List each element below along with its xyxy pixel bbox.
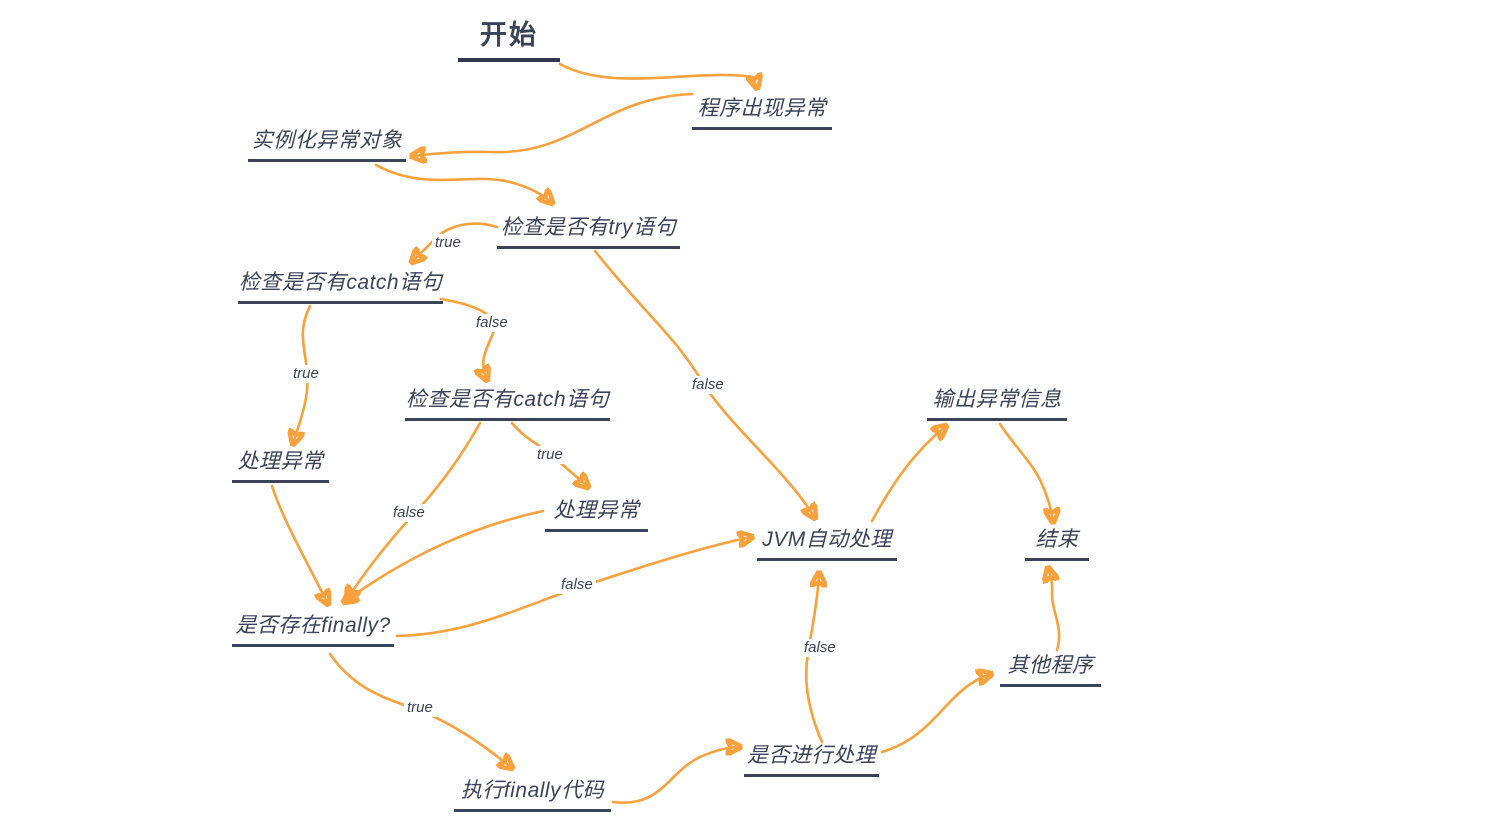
edge-label-catch1-true: true	[290, 365, 322, 383]
edge-other-program-to-end	[1048, 568, 1061, 652]
edge-whether-handle-to-jvm-false	[804, 573, 822, 744]
node-end[interactable]: 结束	[1025, 527, 1089, 561]
edge-label-finally-false: false	[558, 576, 596, 594]
node-check-try-statement[interactable]: 检查是否有try语句	[497, 215, 680, 249]
node-instantiate-exception-object[interactable]: 实例化异常对象	[248, 128, 406, 162]
node-output-exception-info[interactable]: 输出异常信息	[927, 387, 1067, 421]
edge-jvm-to-output-info	[870, 426, 946, 523]
node-exec-finally-code[interactable]: 执行finally代码	[454, 778, 611, 812]
edge-label-try-false: false	[689, 376, 727, 394]
node-other-program[interactable]: 其他程序	[1000, 653, 1101, 687]
edge-label-finally-true: true	[404, 699, 436, 717]
edge-check-catch-1-to-check-catch-2-false	[439, 297, 496, 380]
edge-handle-1-to-finally	[270, 484, 328, 604]
node-program-exception[interactable]: 程序出现异常	[692, 96, 832, 130]
edge-label-whether-handle-false: false	[801, 639, 839, 657]
edge-label-try-true: true	[432, 234, 464, 252]
edge-exec-finally-to-whether-handle	[611, 747, 740, 804]
edge-start-to-program-exception	[558, 62, 757, 88]
node-start[interactable]: 开始	[458, 18, 560, 62]
node-finally-exists[interactable]: 是否存在finally?	[232, 613, 394, 647]
node-whether-handle[interactable]: 是否进行处理	[744, 743, 879, 777]
node-check-catch-statement-1[interactable]: 检查是否有catch语句	[238, 270, 443, 304]
edge-program-exception-to-instantiate	[412, 92, 694, 156]
node-jvm-auto-handle[interactable]: JVM自动处理	[757, 527, 897, 561]
edge-whether-handle-to-other-program	[880, 674, 991, 754]
edge-output-info-to-end	[998, 422, 1053, 522]
node-handle-exception-1[interactable]: 处理异常	[232, 449, 329, 483]
edge-handle-2-to-finally	[344, 509, 545, 602]
node-check-catch-statement-2[interactable]: 检查是否有catch语句	[405, 387, 610, 421]
edge-instantiate-to-check-try	[374, 163, 552, 203]
node-handle-exception-2[interactable]: 处理异常	[545, 498, 648, 532]
edge-label-catch2-false: false	[390, 504, 428, 522]
edge-label-catch1-false: false	[473, 314, 511, 332]
edge-label-catch2-true: true	[534, 446, 566, 464]
